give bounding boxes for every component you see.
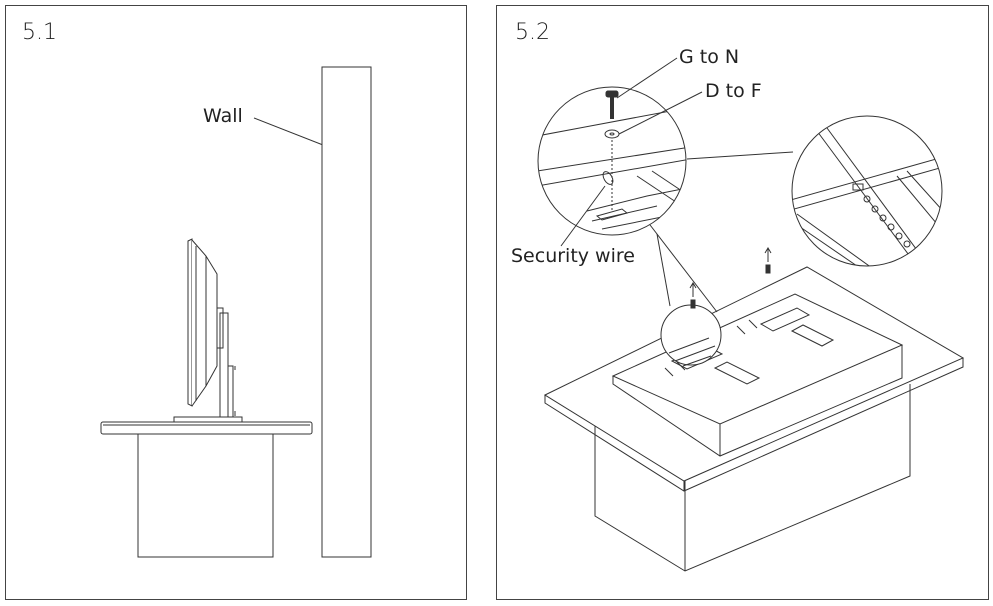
bracket-teeth: [863, 195, 911, 248]
detail-circle-small: [660, 304, 722, 366]
detail-circle-right: [791, 115, 943, 267]
up-arrow-icon: [689, 247, 772, 309]
monitor-screen: [187, 238, 193, 407]
zoom-line: [656, 233, 671, 307]
top-view-drawing: [537, 57, 965, 572]
screw-label: G to N: [679, 46, 740, 68]
screw-icon: [605, 90, 619, 119]
wall: [321, 66, 372, 558]
cabinet-body: [137, 433, 274, 558]
step-number: 5.1: [22, 20, 57, 45]
panel-step-5-2: 5.2 G to N D to F Security wire: [496, 5, 989, 600]
stand-base: [173, 416, 243, 423]
stand-column: [219, 312, 229, 418]
step-number: 5.2: [515, 20, 550, 45]
wall-label: Wall: [203, 105, 243, 127]
security-wire-label: Security wire: [511, 245, 635, 267]
washer-label: D to F: [705, 80, 762, 102]
side-view-drawing: [100, 66, 372, 558]
cabinet-top: [100, 421, 313, 435]
panel-step-5-1: 5.1 Wall: [5, 5, 467, 600]
